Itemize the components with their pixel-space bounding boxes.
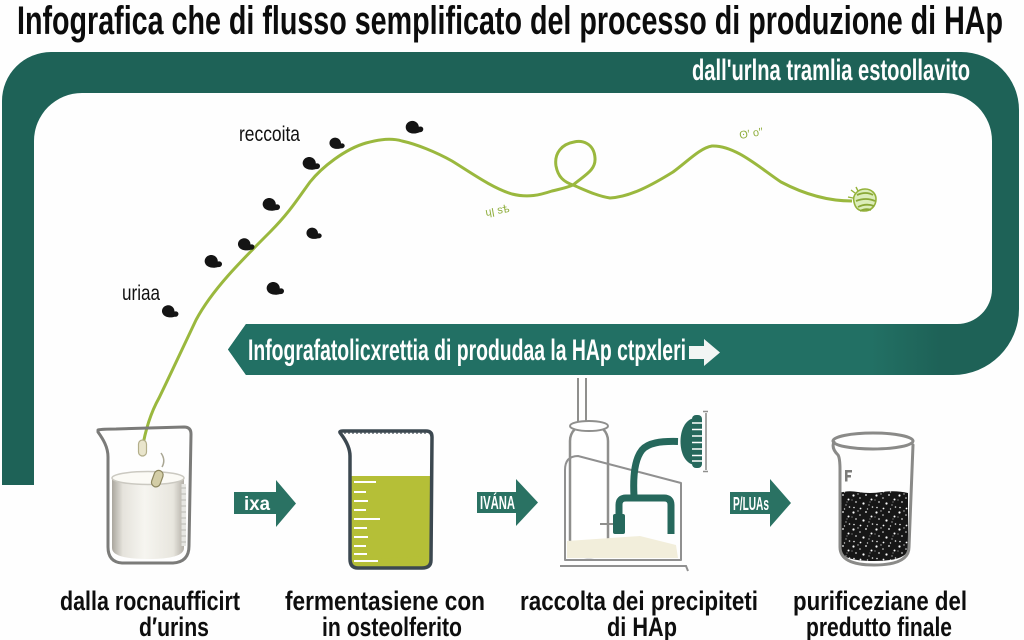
svg-text:predutto finale: predutto finale [806, 612, 952, 640]
svg-text:purificeziane del: purificeziane del [793, 586, 967, 616]
svg-text:fermentasiene con: fermentasiene con [285, 586, 485, 616]
svg-text:ʘ′ o′′: ʘ′ o′′ [738, 126, 764, 142]
svg-text:Infografica che di flusso semp: Infografica che di flusso semplificato d… [17, 0, 1003, 43]
svg-text:ɥן sѣ: ɥן sѣ [484, 203, 510, 219]
svg-text:di HAp: di HAp [607, 612, 677, 640]
svg-text:raccolta dei precipiteti: raccolta dei precipiteti [520, 586, 758, 616]
svg-text:IVÁNA: IVÁNA [480, 492, 515, 513]
svg-text:reccoita: reccoita [239, 123, 300, 146]
svg-text:P/LUAѕ: P/LUAѕ [733, 494, 769, 514]
svg-text:dalla rocnaufficirt: dalla rocnaufficirt [60, 586, 240, 616]
svg-text:in osteolferito: in osteolferito [322, 612, 462, 640]
svg-text:dall'urlna tramlia estoollavit: dall'urlna tramlia estoollavito [692, 54, 970, 87]
svg-text:urіaa: urіaa [122, 282, 160, 305]
svg-text:Infografatolicxrettia di produ: Infografatolicxrettia di produdaa la HAp… [248, 334, 686, 367]
svg-text:d′urins: d′urins [139, 612, 209, 640]
svg-text:іxa: іxa [244, 494, 270, 515]
